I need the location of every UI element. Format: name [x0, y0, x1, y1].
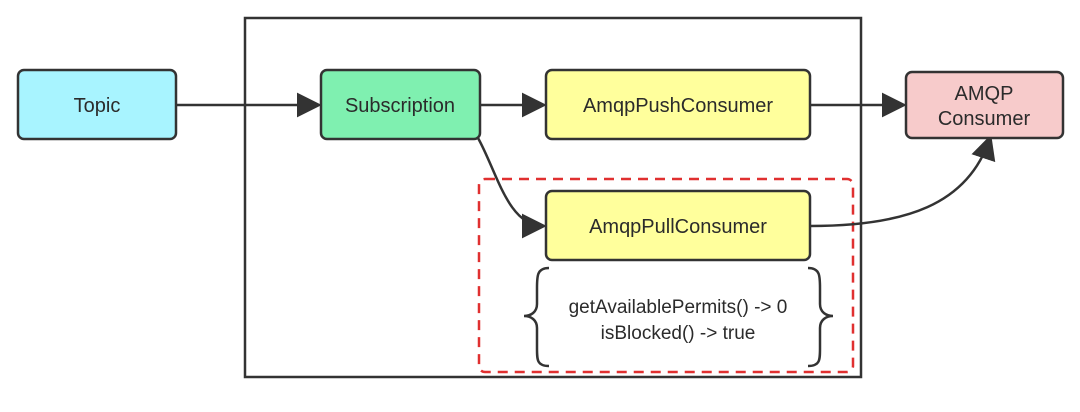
- amqp-consumer-label-line1: AMQP: [955, 83, 1014, 105]
- blocked-consumer-highlight: [477, 177, 855, 374]
- subscription-node-box: [319, 68, 482, 141]
- topic-node[interactable]: Topic: [16, 68, 178, 141]
- broker-container: [243, 16, 863, 379]
- pull-consumer-node[interactable]: AmqpPullConsumer: [544, 189, 812, 262]
- left-curly-brace: [523, 266, 550, 368]
- edge-pull-consumer-to-amqp-consumer: [809, 134, 996, 228]
- amqp-consumer-node-box: [904, 70, 1065, 140]
- push-consumer-node[interactable]: AmqpPushConsumer: [544, 68, 812, 141]
- pull-consumer-node-label: AmqpPullConsumer: [589, 216, 767, 238]
- edge-subscription-to-pull-consumer: [476, 137, 547, 239]
- right-curly-brace: [807, 266, 834, 368]
- push-consumer-node-label: AmqpPushConsumer: [583, 95, 773, 117]
- push-consumer-node-box: [544, 68, 812, 141]
- amqp-consumer-label-line2: Consumer: [938, 108, 1031, 130]
- subscription-node-label: Subscription: [345, 95, 455, 117]
- subscription-node[interactable]: Subscription: [319, 68, 482, 141]
- topic-node-box: [16, 68, 178, 141]
- topic-node-label: Topic: [74, 95, 121, 117]
- note-permits-text: getAvailablePermits() -> 0: [569, 297, 788, 318]
- pull-consumer-node-box: [544, 189, 812, 262]
- note-blocked-text: isBlocked() -> true: [601, 323, 756, 344]
- amqp-consumer-node[interactable]: AMQP Consumer: [904, 70, 1065, 140]
